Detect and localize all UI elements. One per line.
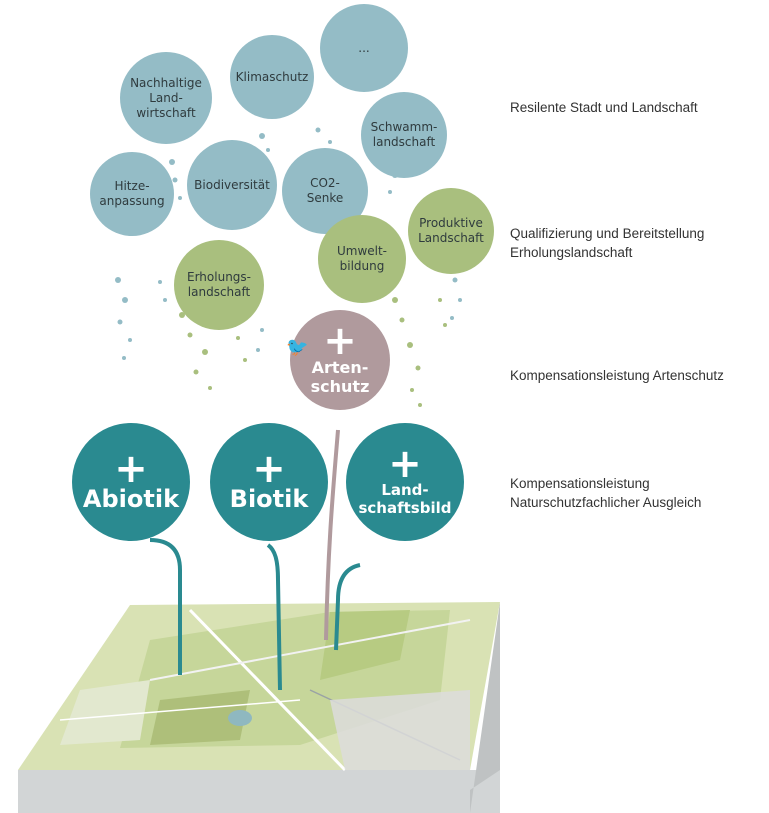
biotik-label: Biotik (229, 485, 309, 513)
bubble-nachhaltige-landwirtschaft: Nachhaltige Land- wirtschaft (120, 52, 212, 144)
bubble-co2-senke: CO2- Senke (282, 148, 368, 234)
level-label-qualifizierung: Qualifizierung und Bereitstellung Erholu… (510, 226, 705, 260)
green-dots (179, 297, 447, 407)
bubble-abiotik: + Abiotik (72, 423, 190, 541)
landschaftsbild-label: Land- schaftsbild (358, 481, 452, 517)
landscape-block (18, 602, 500, 813)
plus-icon: + (323, 318, 357, 364)
bubble-produktive-landschaft: Produktive Landschaft (408, 188, 494, 274)
bubble-erholungslandschaft: Erholungs- landschaft (174, 240, 264, 330)
plus-icon: + (388, 441, 422, 487)
abiotik-label: Abiotik (82, 485, 180, 513)
bubble-biotik: + Biotik (210, 423, 328, 541)
bubble-more: ... (320, 4, 408, 92)
stems (149, 429, 361, 691)
bubble-biodiversitaet: Biodiversität (187, 140, 277, 230)
artenschutz-label: Arten- schutz (310, 358, 370, 396)
plus-icon: + (252, 446, 286, 492)
level-label-naturschutz: Kompensationsleistung Naturschutzfachlic… (510, 476, 702, 510)
bubble-hitzeanpassung: Hitze- anpassung (90, 152, 174, 236)
level-label-resilient: Resilente Stadt und Landschaft (510, 100, 698, 115)
bubble-artenschutz: 🐦 + Arten- schutz (286, 310, 390, 410)
level-label-artenschutz: Kompensationsleistung Artenschutz (510, 368, 724, 383)
bubble-umweltbildung: Umwelt- bildung (318, 215, 406, 303)
bubble-schwammlandschaft: Schwamm- landschaft (361, 92, 447, 178)
plus-icon: + (114, 446, 148, 492)
bubble-klimaschutz: Klimaschutz (230, 35, 314, 119)
bubble-landschaftsbild: + Land- schaftsbild (346, 423, 464, 541)
bird-icon: 🐦 (286, 337, 309, 358)
